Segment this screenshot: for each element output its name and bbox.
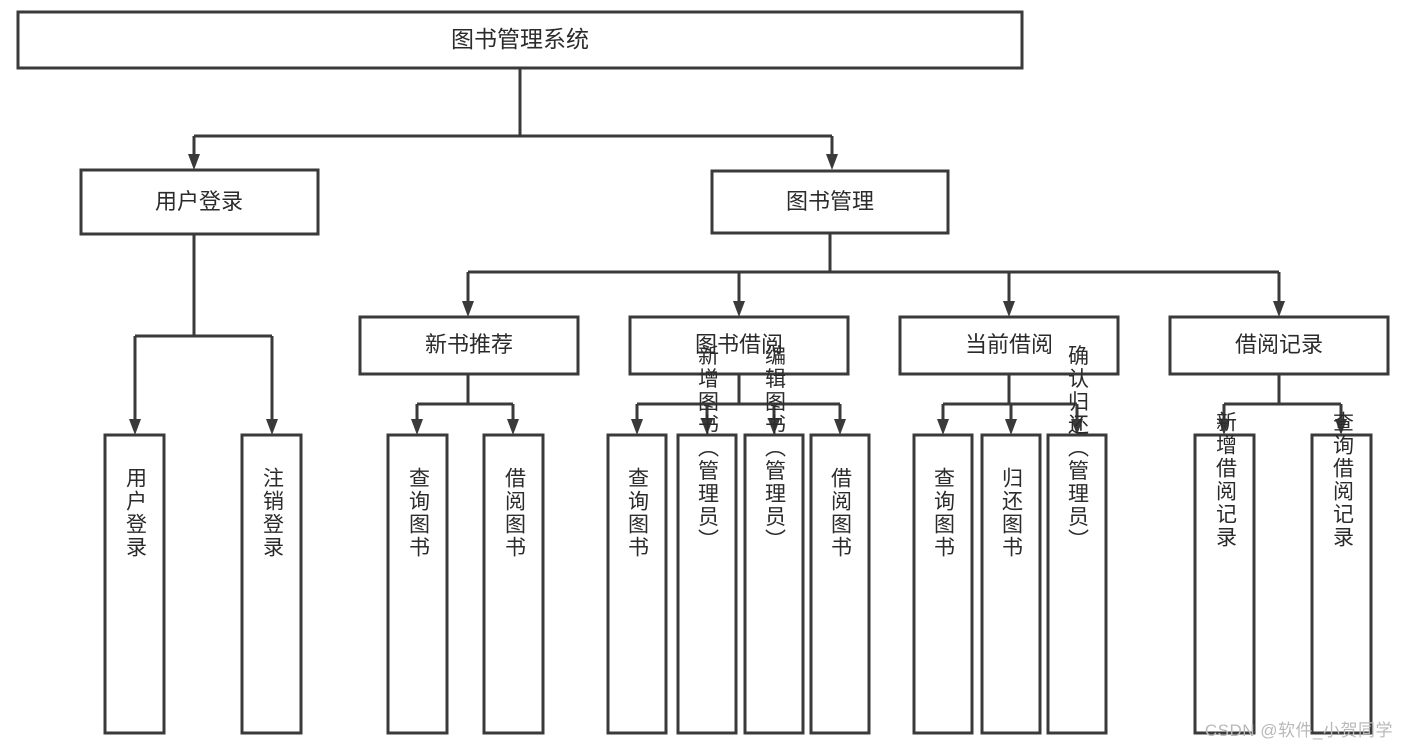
edge-group-borrow-records xyxy=(1218,374,1347,435)
node-book-borrow-box xyxy=(628,315,850,376)
arrowhead-bb-leaf2 xyxy=(701,419,713,435)
arrowhead-current-borrow xyxy=(1003,301,1015,317)
leaf-cb-confirm-return-admin-box xyxy=(1046,433,1108,735)
node-book-borrow[interactable]: 图书借阅 xyxy=(628,315,850,376)
node-root-system[interactable]: 图书管理系统 xyxy=(16,10,1024,70)
leaf-cb-query-book-box xyxy=(912,433,974,735)
arrowhead-bb-leaf4 xyxy=(834,419,846,435)
leaf-br-query-record[interactable]: 查询借阅记录 xyxy=(1310,411,1373,735)
node-borrow-records-box xyxy=(1168,315,1390,376)
leaf-bb-add-book-admin[interactable]: 新增图书（管理员） xyxy=(676,345,738,735)
leaf-br-add-record[interactable]: 新增借阅记录 xyxy=(1193,411,1256,735)
arrowhead-cb-leaf2 xyxy=(1005,419,1017,435)
leaf-nbr-query-book-box xyxy=(386,433,449,735)
node-borrow-records-label: 借阅记录 xyxy=(1235,332,1323,357)
leaf-bb-query-book-label: 查询图书 xyxy=(626,467,650,559)
leaf-cb-return-book-box xyxy=(980,433,1042,735)
leaf-user-login-logout[interactable]: 注销登录 xyxy=(240,433,303,735)
node-current-borrow[interactable]: 当前借阅 xyxy=(898,315,1120,376)
leaf-user-login-logout-box xyxy=(240,433,303,735)
leaf-nbr-query-book-label: 查询图书 xyxy=(407,467,431,559)
arrowhead-cb-leaf3 xyxy=(1071,419,1083,435)
node-book-management[interactable]: 图书管理 xyxy=(710,169,950,235)
arrowhead-borrow-records xyxy=(1273,301,1285,317)
arrowhead-nbr-leaf2 xyxy=(507,419,519,435)
edge-group-book-mgmt xyxy=(462,233,1285,317)
edge-group-new-book-recommend xyxy=(411,374,519,435)
edge-group-book-borrow xyxy=(631,374,846,435)
arrowhead-cb-leaf1 xyxy=(937,419,949,435)
leaf-bb-borrow-book-box xyxy=(809,433,871,735)
leaf-bb-edit-book-admin-label: 编辑图书（管理员） xyxy=(763,345,787,552)
leaf-bb-borrow-book-label: 借阅图书 xyxy=(829,467,853,559)
leaf-cb-return-book-label: 归还图书 xyxy=(1000,467,1024,559)
leaf-user-login-login[interactable]: 用户登录 xyxy=(103,433,166,735)
node-new-book-recommend[interactable]: 新书推荐 xyxy=(358,315,580,376)
node-new-book-recommend-label: 新书推荐 xyxy=(425,332,513,357)
arrowhead-user-login xyxy=(188,154,200,170)
leaf-br-add-record-label: 新增借阅记录 xyxy=(1214,411,1238,549)
leaf-cb-return-book[interactable]: 归还图书 xyxy=(980,433,1042,735)
leaf-br-query-record-box xyxy=(1310,433,1373,735)
leaf-cb-query-book-label: 查询图书 xyxy=(932,467,956,559)
node-current-borrow-box xyxy=(898,315,1120,376)
leaf-bb-query-book-box xyxy=(606,433,668,735)
arrowhead-br-leaf1 xyxy=(1218,419,1230,435)
edge-group-root xyxy=(188,68,838,170)
arrowhead-bb-leaf3 xyxy=(768,419,780,435)
leaf-bb-edit-book-admin[interactable]: 编辑图书（管理员） xyxy=(743,345,805,735)
node-borrow-records[interactable]: 借阅记录 xyxy=(1168,315,1390,376)
leaf-nbr-borrow-book[interactable]: 借阅图书 xyxy=(482,433,545,735)
leaf-nbr-query-book[interactable]: 查询图书 xyxy=(386,433,449,735)
leaf-br-query-record-label: 查询借阅记录 xyxy=(1331,411,1355,549)
node-book-management-box xyxy=(710,169,950,235)
leaf-cb-query-book[interactable]: 查询图书 xyxy=(912,433,974,735)
edge-group-current-borrow xyxy=(937,374,1083,435)
leaf-bb-edit-book-admin-box xyxy=(743,433,805,735)
arrowhead-br-leaf2 xyxy=(1335,419,1347,435)
arrowhead-book-mgmt xyxy=(826,154,838,170)
leaf-nbr-borrow-book-box xyxy=(482,433,545,735)
node-user-login-label: 用户登录 xyxy=(155,189,243,214)
node-new-book-recommend-box xyxy=(358,315,580,376)
arrowhead-leaf-logout xyxy=(266,419,278,435)
leaf-user-login-login-box xyxy=(103,433,166,735)
node-user-login[interactable]: 用户登录 xyxy=(79,168,320,236)
node-book-borrow-label: 图书借阅 xyxy=(695,332,783,357)
arrowhead-book-borrow xyxy=(733,301,745,317)
arrowhead-new-book-recommend xyxy=(462,301,474,317)
edge-group-user-login xyxy=(129,234,278,435)
leaf-bb-add-book-admin-box xyxy=(676,433,738,735)
leaf-nbr-borrow-book-label: 借阅图书 xyxy=(503,467,527,559)
arrowhead-nbr-leaf1 xyxy=(411,419,423,435)
leaf-bb-query-book[interactable]: 查询图书 xyxy=(606,433,668,735)
leaf-user-login-logout-label: 注销登录 xyxy=(261,467,285,559)
node-root-box xyxy=(16,10,1024,70)
arrowhead-bb-leaf1 xyxy=(631,419,643,435)
node-user-login-box xyxy=(79,168,320,236)
node-book-management-label: 图书管理 xyxy=(786,189,874,214)
leaf-bb-add-book-admin-label: 新增图书（管理员） xyxy=(696,345,720,552)
leaf-cb-confirm-return-admin[interactable]: 确认归还（管理员） xyxy=(1046,345,1108,735)
leaf-br-add-record-box xyxy=(1193,433,1256,735)
leaf-cb-confirm-return-admin-label: 确认归还（管理员） xyxy=(1066,345,1090,552)
leaf-bb-borrow-book[interactable]: 借阅图书 xyxy=(809,433,871,735)
arrowhead-leaf-user-login xyxy=(129,419,141,435)
node-current-borrow-label: 当前借阅 xyxy=(965,332,1053,357)
node-root-label: 图书管理系统 xyxy=(451,26,589,52)
leaf-user-login-login-label: 用户登录 xyxy=(124,467,148,559)
